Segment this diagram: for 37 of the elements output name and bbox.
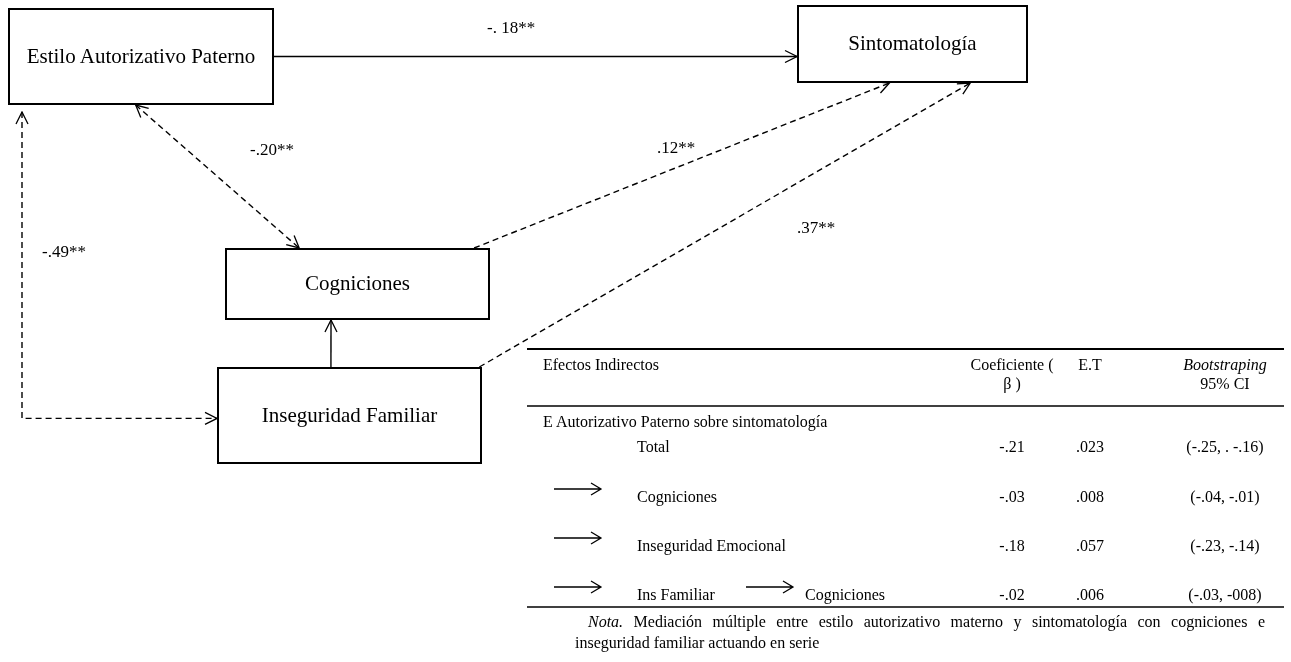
table-note: Nota. Mediación múltiple entre estilo autorizativo materno y sintomatología con cogniciones e inseguridad familiar actuando en serie [575,612,1265,654]
table-cell-text: -.21 [998,437,1026,457]
table-cell-text: -.02 [998,585,1026,605]
table-cell: Cogniciones [805,585,885,605]
variable-name: Sintomatología [847,30,978,58]
table-cell-text: .008 [1075,487,1105,507]
table-cell-text: Bootstraping 95% CI [1182,355,1268,394]
table-cell-text: -.03 [998,487,1026,507]
table-cell-text: (-.25, . -.16) [1185,437,1265,457]
variable-box [8,8,274,105]
arrow [324,319,338,368]
table-cell: Efectos Indirectos [543,355,659,375]
table-cell-text: .006 [1075,585,1105,605]
arrow [273,49,798,64]
table-cell-text: -.18 [998,536,1026,556]
arrow [135,104,300,249]
variable-name: Inseguridad Familiar [260,401,439,429]
table-cell-text: .057 [1075,536,1105,556]
arrow [15,111,218,426]
arrow [478,82,971,368]
table-cell-text: E.T [1077,355,1103,375]
table-cell-text: (-.03, -008) [1187,585,1263,605]
table-cell: Cogniciones [637,487,717,507]
variable-box [217,367,482,464]
table-cell: Ins Familiar [637,585,715,605]
arrow [473,81,891,249]
variable-name: Cogniciones [304,270,411,298]
variable-box [225,248,490,320]
table-cell-text: Coeficiente ( β ) [969,355,1055,394]
table-cell-text: (-.04, -.01) [1189,487,1261,507]
table-cell: E Autorizativo Paterno sobre sintomatología [543,412,828,432]
table-cell: Total [637,437,670,457]
table-cell: Inseguridad Emocional [637,536,786,556]
variable-name: Estilo Autorizativo Paterno [25,42,257,70]
variable-box [797,5,1028,83]
table-cell-text: (-.23, -.14) [1189,536,1261,556]
table-cell-text: .023 [1075,437,1105,457]
